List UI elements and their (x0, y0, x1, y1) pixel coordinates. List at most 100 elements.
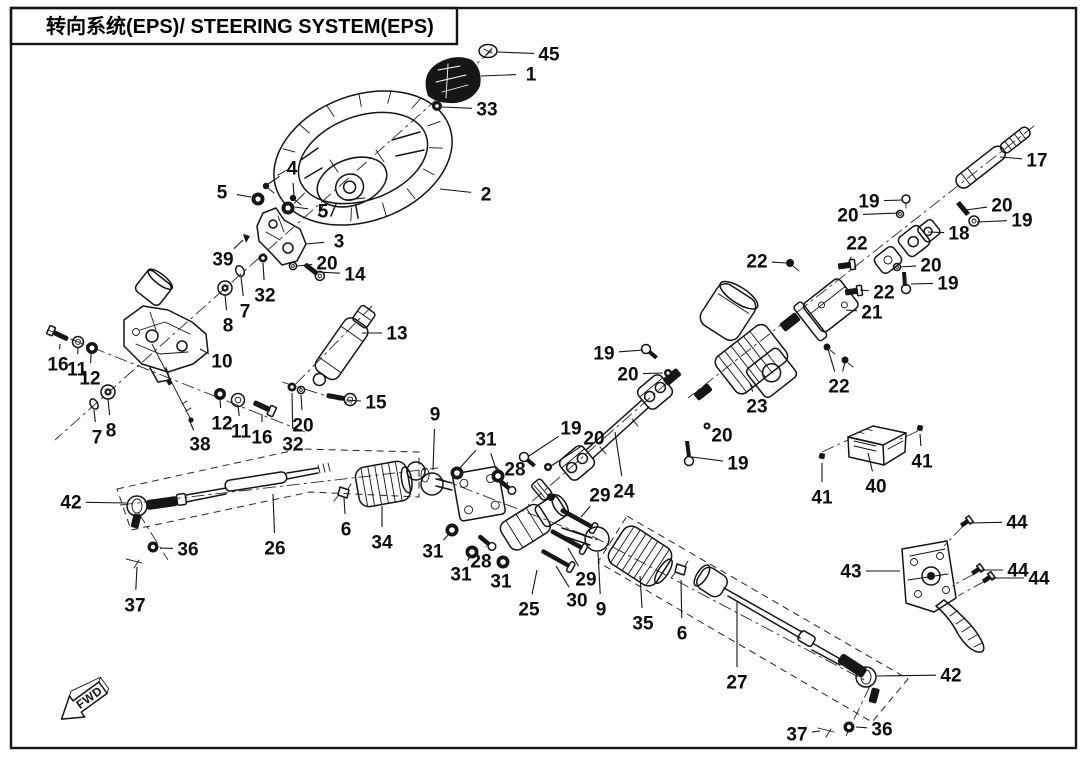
callout-leader (614, 431, 623, 477)
callout-leader (291, 392, 294, 430)
o-ring-left (420, 472, 444, 496)
pivot-bolt-right (214, 382, 306, 418)
callout-5: 5 (318, 202, 329, 223)
callout-leader (845, 309, 858, 312)
callout-32: 32 (254, 286, 275, 307)
callout-9: 9 (430, 405, 441, 426)
callout-leader (107, 398, 111, 416)
callout-25: 25 (518, 600, 540, 621)
callout-leader (965, 206, 988, 211)
callout-leader (189, 421, 195, 431)
column-bracket-upper (256, 207, 307, 266)
callout-42: 42 (60, 493, 81, 514)
page-border (9, 6, 1078, 750)
page-title: 转向系统(EPS)/ STEERING SYSTEM(EPS) (46, 14, 434, 38)
callout-leader (927, 231, 945, 234)
upper-ujoint (873, 219, 941, 274)
callout-leader (867, 452, 874, 472)
callout-17: 17 (1026, 151, 1047, 172)
steering-wheel (273, 90, 453, 226)
callout-leader (237, 405, 240, 417)
callout-4: 4 (287, 159, 298, 180)
callout-leader (135, 566, 138, 591)
callout-31: 31 (475, 430, 497, 451)
left-tie-rod-outline (116, 448, 420, 531)
ecu-module (818, 424, 924, 466)
fwd-arrow-icon: FWD (60, 676, 110, 720)
callout-16: 16 (47, 355, 68, 376)
pivot-bolt-left (46, 324, 98, 354)
boot-34 (354, 460, 413, 508)
callout-44: 44 (1028, 569, 1050, 590)
callout-leader (771, 261, 787, 264)
callout-leader (811, 730, 821, 733)
callout-leader (219, 399, 222, 409)
callout-43: 43 (840, 562, 861, 583)
callout-29: 29 (589, 486, 610, 507)
callout-20: 20 (316, 254, 337, 275)
column-holder (123, 268, 209, 383)
rack-mount-plate (452, 466, 506, 522)
callout-leader (58, 343, 61, 350)
bushing-5a (251, 192, 265, 206)
callout-leader (691, 456, 724, 462)
left-tie-rod (125, 460, 430, 569)
callout-leader (441, 106, 473, 109)
callout-31: 31 (490, 572, 512, 593)
callout-leader (642, 372, 664, 375)
callout-leader (919, 433, 922, 447)
nut-32a (258, 253, 268, 263)
callout-leader (910, 282, 934, 285)
callout-leader (480, 74, 517, 77)
callout-2: 2 (481, 185, 492, 206)
callout-19: 19 (858, 192, 879, 213)
callout-22: 22 (828, 377, 849, 398)
rack-bushings (445, 466, 510, 569)
callout-36: 36 (177, 540, 198, 561)
callout-12: 12 (211, 414, 232, 435)
callout-5: 5 (217, 183, 228, 204)
callout-35: 35 (632, 614, 654, 635)
callout-leader (842, 361, 846, 372)
callout-11: 11 (231, 422, 252, 443)
callout-19: 19 (727, 454, 748, 475)
callout-leader (292, 182, 295, 197)
callout-leader (432, 428, 436, 471)
callout-18: 18 (948, 224, 969, 245)
nut-36-right (843, 721, 855, 733)
callout-leader (305, 241, 325, 245)
callout-leader (597, 551, 601, 595)
callout-19: 19 (560, 419, 581, 440)
rod-38 (151, 343, 194, 423)
callout-44: 44 (1007, 561, 1029, 582)
callout-leader (976, 220, 1008, 223)
callout-19: 19 (1011, 211, 1032, 232)
horn-cover (425, 57, 481, 104)
callout-33: 33 (476, 100, 497, 121)
callout-31: 31 (422, 542, 444, 563)
pin-37-right (817, 727, 835, 738)
callout-37: 37 (786, 725, 807, 746)
callout-7: 7 (92, 428, 103, 449)
callout-leader (859, 289, 870, 292)
callout-leader (296, 263, 313, 267)
motor-bracket (793, 278, 859, 342)
callout-44: 44 (1006, 513, 1028, 534)
right-tie-rod-outline (597, 515, 909, 723)
screw-39 (243, 234, 250, 243)
ring-7b (89, 398, 99, 410)
callout-leader (528, 435, 559, 457)
callout-leader (968, 521, 1003, 524)
callout-leader (199, 348, 210, 355)
callout-22: 22 (873, 283, 894, 304)
bearing-8b (100, 384, 116, 400)
callout-8: 8 (223, 316, 234, 337)
callout-31: 31 (450, 565, 472, 586)
callout-9: 9 (596, 600, 607, 621)
callout-15: 15 (365, 393, 387, 414)
callout-11: 11 (67, 360, 88, 381)
callout-27: 27 (726, 673, 747, 694)
callout-leader (439, 188, 472, 193)
